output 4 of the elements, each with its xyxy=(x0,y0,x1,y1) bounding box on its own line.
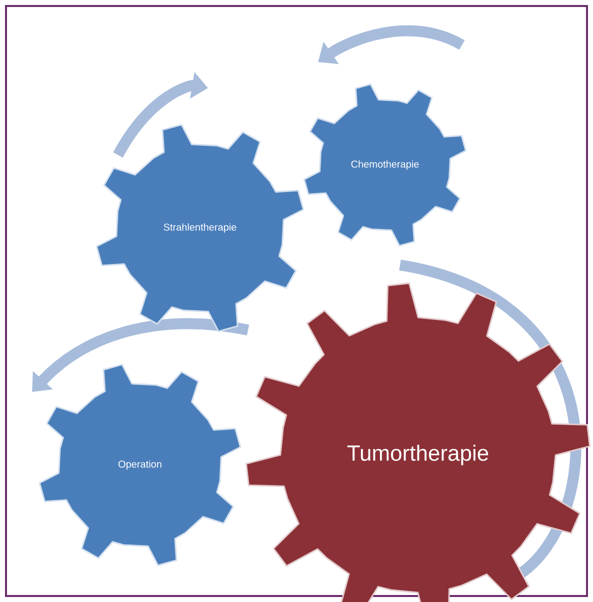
gear: Strahlentherapie xyxy=(96,124,304,332)
gear: Chemotherapie xyxy=(303,83,467,247)
gear: Tumortherapie xyxy=(245,282,591,602)
gear: Operation xyxy=(38,364,242,566)
